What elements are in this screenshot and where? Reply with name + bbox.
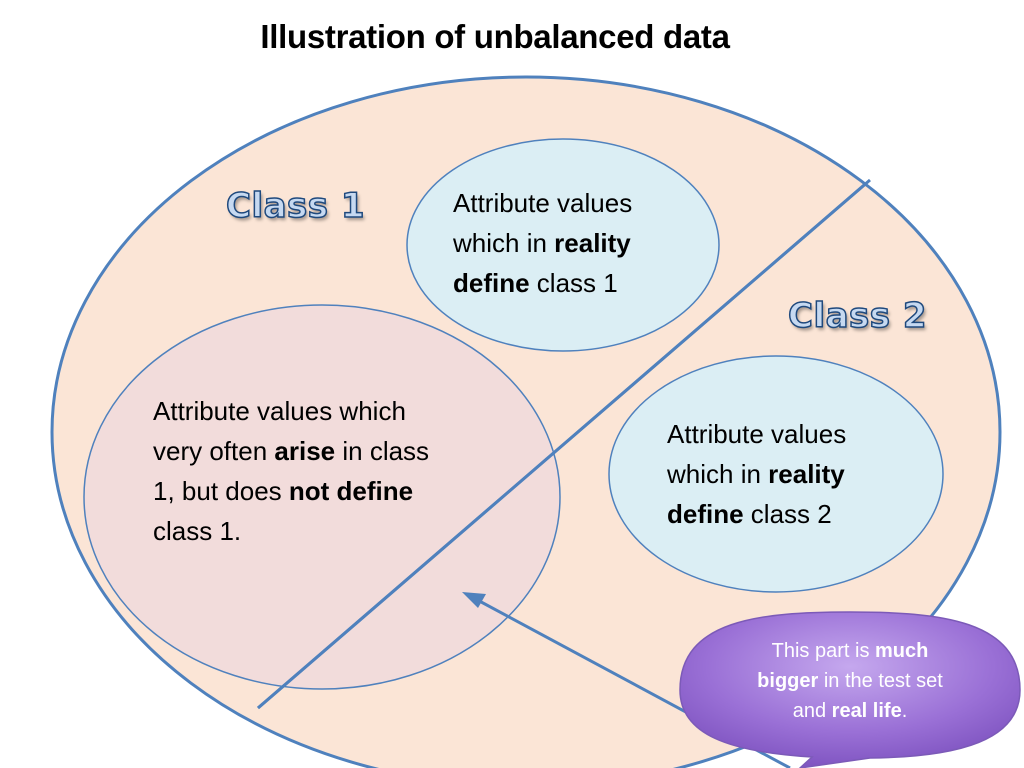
- callout-line2-post: in the test set: [818, 670, 943, 692]
- define-class1-line1: Attribute values: [453, 188, 633, 218]
- arise-line2-post: in class: [335, 436, 430, 466]
- page-title: Illustration of unbalanced data: [260, 18, 730, 55]
- arise-line2-pre: very often: [153, 436, 275, 466]
- define-class1-reality: reality: [554, 228, 631, 258]
- arise-line3-pre: 1, but does: [153, 476, 289, 506]
- define-class1-ellipse: [406, 138, 720, 352]
- callout-text: This part is much bigger in the test set…: [690, 636, 1010, 726]
- define-class2-line3: class 2: [743, 499, 832, 529]
- callout-line3-pre: and: [792, 700, 832, 722]
- callout-line3-post: .: [901, 700, 908, 722]
- callout-line1-pre: This part is: [771, 640, 875, 662]
- arise-class1-text: Attribute values which very often arise …: [153, 391, 513, 551]
- define-class1-line2: which in: [453, 228, 555, 258]
- arise-line2-bold: arise: [274, 436, 336, 466]
- arise-class1-ellipse: [83, 304, 561, 690]
- callout-line2-bold: bigger: [757, 670, 819, 692]
- define-class2-ellipse: [608, 355, 944, 593]
- callout-line3-bold: real life: [831, 700, 902, 722]
- define-class2-reality: reality: [768, 459, 845, 489]
- define-class1-line3: class 1: [529, 268, 618, 298]
- callout-arrow-head: [462, 592, 486, 608]
- arise-line4: class 1.: [153, 516, 242, 546]
- define-class2-line2: which in: [667, 459, 769, 489]
- define-class2-line1: Attribute values: [667, 419, 847, 449]
- arise-line3-bold: not define: [288, 476, 414, 506]
- define-class2-define: define: [667, 499, 744, 529]
- define-class2-text: Attribute values which in reality define…: [667, 414, 917, 534]
- class1-label: Class 1: [225, 185, 366, 227]
- callout-line1-bold: much: [875, 640, 929, 662]
- define-class1-text: Attribute values which in reality define…: [453, 183, 703, 303]
- arise-line1: Attribute values which: [153, 396, 406, 426]
- class2-label: Class 2: [787, 295, 928, 337]
- define-class1-define: define: [453, 268, 530, 298]
- callout-bubble: [679, 611, 1021, 768]
